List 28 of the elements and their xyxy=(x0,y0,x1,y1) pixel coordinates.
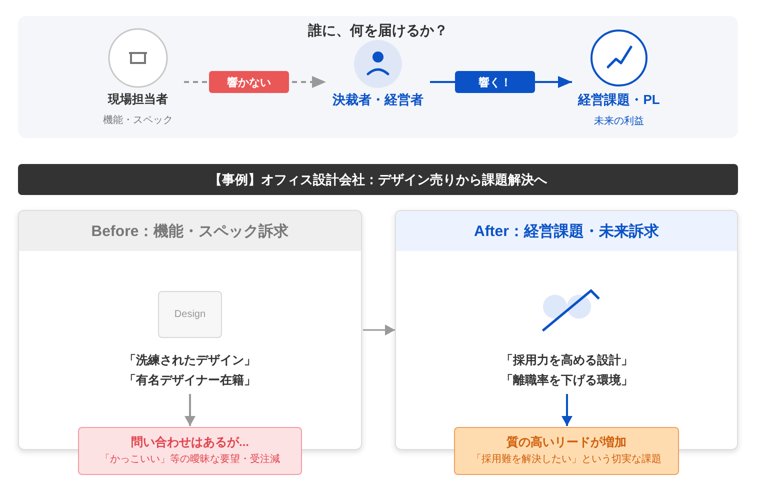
arrow xyxy=(184,394,196,426)
arrow xyxy=(363,324,395,336)
heading: 誰に、何を届けるか？ xyxy=(308,22,448,38)
callout-box xyxy=(78,427,302,475)
node-caption: 未来の利益 xyxy=(594,115,644,128)
quote-text: 「洗練されたデザイン」 xyxy=(124,352,256,369)
callout-text: 「採用難を解決したい」という切実な課題 xyxy=(472,453,662,467)
node-label: 経営課題・PL xyxy=(578,92,660,108)
edge-label: 響く！ xyxy=(455,71,535,93)
quote-text: 「有名デザイナー在籍」 xyxy=(124,372,256,389)
placeholder-box: Design xyxy=(158,291,222,338)
quote-text: 「離職率を下げる環境」 xyxy=(501,372,633,389)
banner: 【事例】オフィス設計会社：デザイン売りから課題解決へ xyxy=(18,164,738,195)
arrow xyxy=(562,394,572,426)
card-panel xyxy=(395,210,738,450)
panel-header: After：経営課題・未来訴求 xyxy=(396,211,737,251)
node-label: 現場担当者 xyxy=(108,92,168,107)
quote-text: 「採用力を高める設計」 xyxy=(501,352,633,369)
node-caption: 機能・スペック xyxy=(103,114,173,127)
callout-box xyxy=(454,427,679,475)
node-label: 決裁者・経営者 xyxy=(332,92,424,108)
callout-title: 質の高いリードが増加 xyxy=(506,434,626,450)
card-panel xyxy=(18,210,362,450)
panel-header: Before：機能・スペック訴求 xyxy=(19,211,361,251)
callout-text: 「かっこいい」等の曖昧な要望・受注減 xyxy=(100,453,280,467)
edge-label: 響かない xyxy=(209,71,289,93)
band-panel xyxy=(18,16,738,138)
callout-title: 問い合わせはあるが... xyxy=(130,434,249,450)
